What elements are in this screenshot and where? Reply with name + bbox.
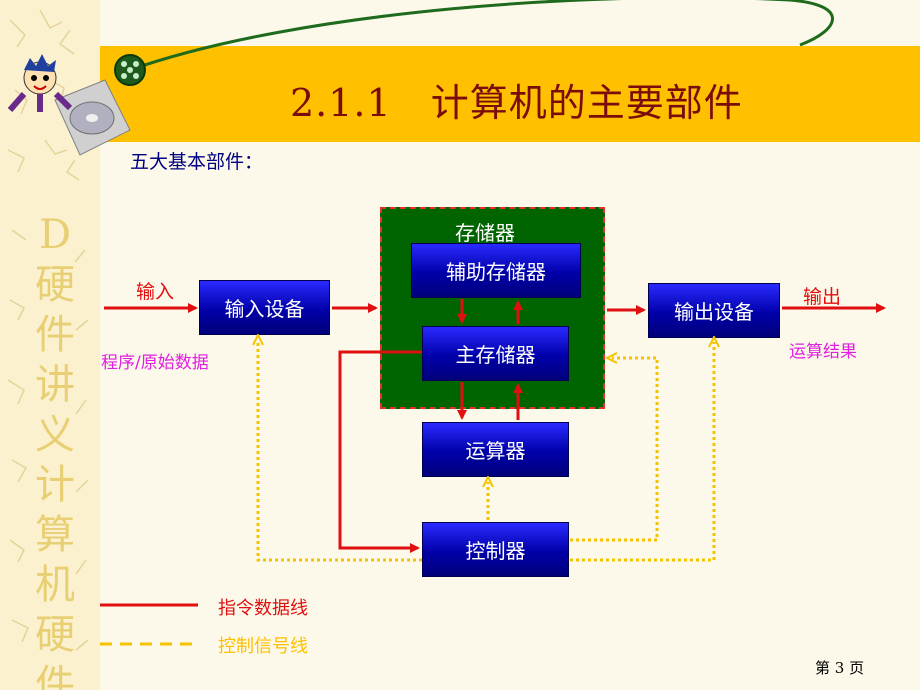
cartoon-figure-icon <box>7 54 73 112</box>
control-to-input-line <box>258 340 422 562</box>
input-device-box: 输入设备 <box>199 280 330 335</box>
aux-storage-box: 辅助存储器 <box>411 243 581 298</box>
sidebar-char: 件 <box>35 312 75 358</box>
main-to-controller-line <box>338 350 422 553</box>
sidebar-char: 机 <box>35 562 75 608</box>
page-title: 2.1.1 计算机的主要部件 <box>290 81 743 125</box>
sidebar-char: 讲 <box>35 362 75 408</box>
sidebar-char: D <box>38 212 72 258</box>
control-to-output-line <box>570 342 714 562</box>
title-band <box>100 46 920 142</box>
control-to-storage-line <box>570 358 659 542</box>
subtitle: 五大基本部件： <box>130 151 264 173</box>
sidebar-char: 计 <box>35 462 75 508</box>
sidebar-char: 件 <box>35 662 75 690</box>
result-label: 运算结果 <box>789 342 857 362</box>
output-label: 输出 <box>803 286 842 308</box>
alu-box: 运算器 <box>422 422 569 477</box>
controller-box: 控制器 <box>422 522 569 577</box>
output-device-box: 输出设备 <box>648 283 780 338</box>
sidebar-char: 义 <box>35 412 75 458</box>
storage-label: 存储器 <box>455 221 515 245</box>
program-data-label: 程序/原始数据 <box>101 353 209 373</box>
page-number: 第 3 页 <box>815 659 865 677</box>
sidebar-pattern <box>7 9 89 651</box>
legend-instruction-label: 指令数据线 <box>218 598 308 619</box>
hard-disk-icon <box>54 79 131 156</box>
sidebar-char: 硬 <box>35 612 75 658</box>
sidebar-vertical-text: D 硬 件 讲 义 计 算 机 硬 件 <box>30 210 80 690</box>
sidebar-char: 算 <box>35 512 75 558</box>
input-label: 输入 <box>136 281 175 303</box>
header-decoration <box>7 0 834 156</box>
legend-control-label: 控制信号线 <box>218 636 308 657</box>
sidebar-char: 硬 <box>35 262 75 308</box>
main-storage-box: 主存储器 <box>422 326 569 381</box>
